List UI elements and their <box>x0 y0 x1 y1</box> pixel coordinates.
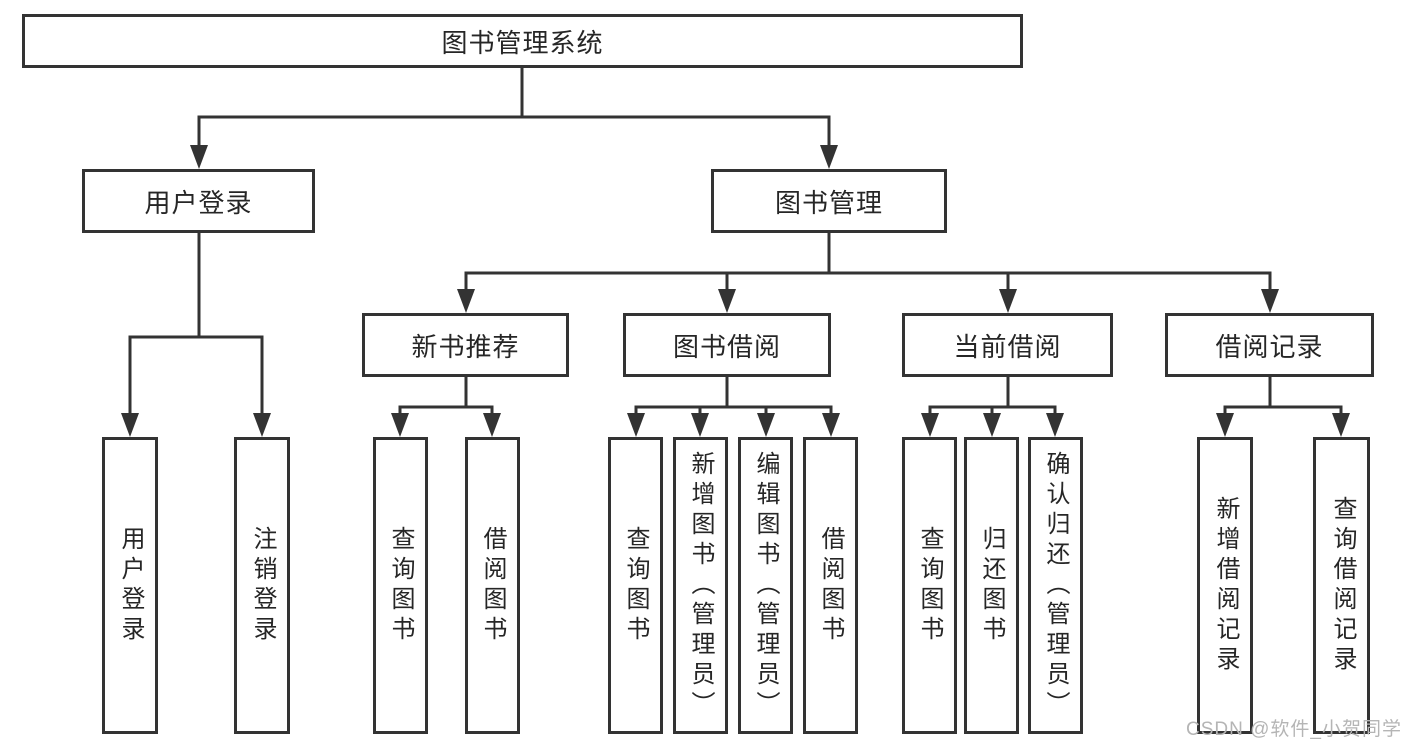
leaf-bb-query-books: 查询图书 <box>608 437 663 734</box>
node-current-borrowing: 当前借阅 <box>902 313 1113 377</box>
node-new-book-recommend: 新书推荐 <box>362 313 569 377</box>
leaf-logout: 注销登录 <box>234 437 290 734</box>
leaf-bb-edit-books-admin: 编辑图书（管理员） <box>738 437 793 734</box>
leaf-br-query-record: 查询借阅记录 <box>1313 437 1370 734</box>
watermark-text: CSDN @软件_小贺同学 <box>1186 719 1402 740</box>
node-user-login: 用户登录 <box>82 169 315 233</box>
node-book-management: 图书管理 <box>711 169 947 233</box>
leaf-nbr-borrow-books: 借阅图书 <box>465 437 520 734</box>
node-borrowing-records: 借阅记录 <box>1165 313 1374 377</box>
leaf-cb-confirm-return-admin: 确认归还（管理员） <box>1028 437 1083 734</box>
node-book-borrowing: 图书借阅 <box>623 313 831 377</box>
leaf-cb-return-books: 归还图书 <box>964 437 1019 734</box>
leaf-bb-add-books-admin: 新增图书（管理员） <box>673 437 728 734</box>
node-library-system: 图书管理系统 <box>22 14 1023 68</box>
leaf-bb-borrow-books: 借阅图书 <box>803 437 858 734</box>
leaf-user-login: 用户登录 <box>102 437 158 734</box>
leaf-br-add-record: 新增借阅记录 <box>1197 437 1253 734</box>
leaf-nbr-query-books: 查询图书 <box>373 437 428 734</box>
leaf-cb-query-books: 查询图书 <box>902 437 957 734</box>
